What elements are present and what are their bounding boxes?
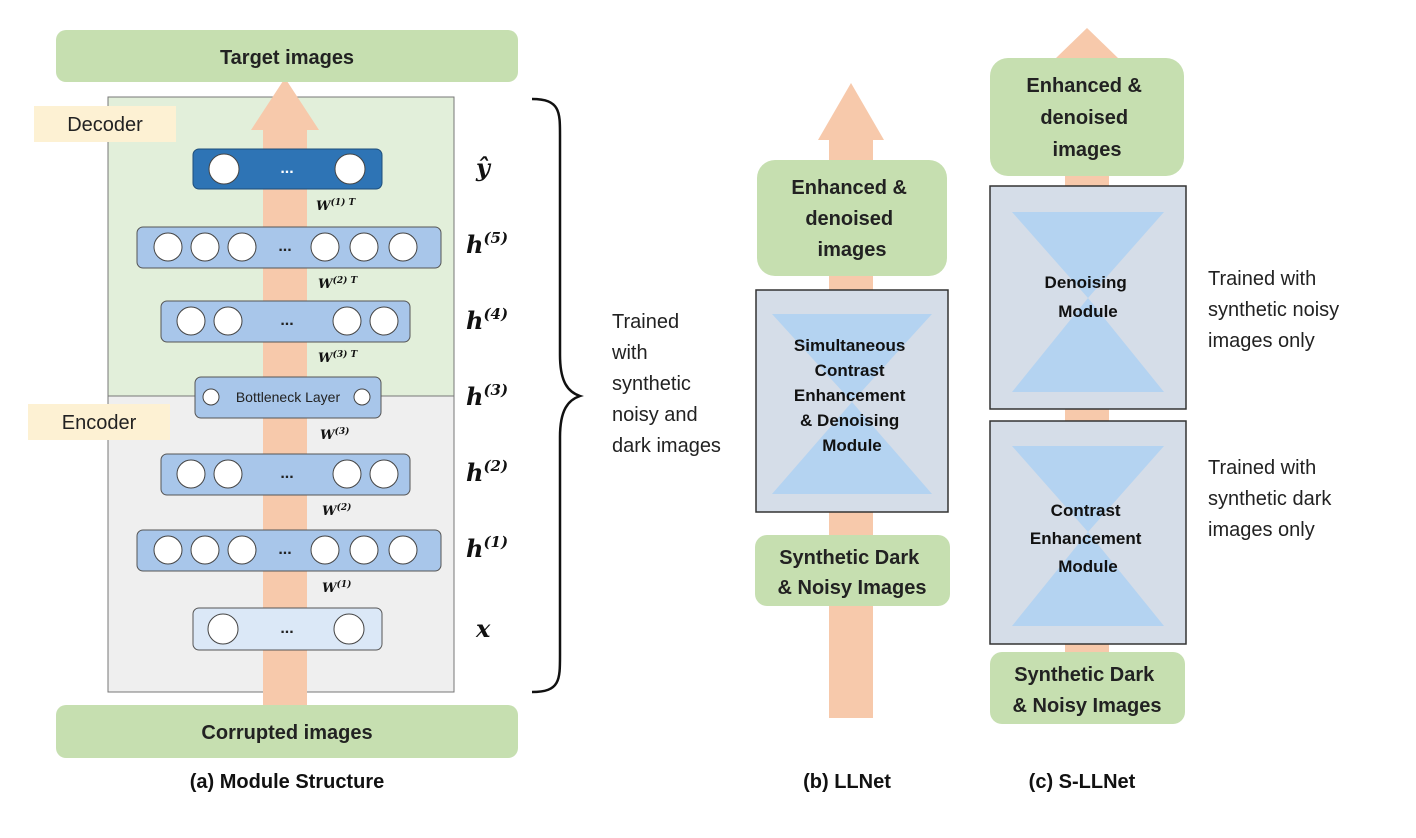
training-note-a: Trained with synthetic noisy and dark im…	[611, 311, 721, 457]
ellipsis: ...	[278, 541, 291, 558]
panel-c-s-llnet: Enhanced & denoised images Denoising Mod…	[989, 28, 1345, 793]
training-note-dark: Trained with synthetic dark images only	[1208, 457, 1337, 541]
training-note-noisy: Trained with synthetic noisy images only	[1208, 268, 1345, 352]
weight-w1: W(1)	[322, 579, 351, 596]
hidden-layer-h2: ...	[160, 453, 411, 496]
var-h2: h(2)	[466, 457, 508, 487]
output-box-c	[990, 58, 1184, 176]
caption-a: (a) Module Structure	[190, 771, 384, 793]
target-images-label: Target images	[220, 47, 354, 69]
decoder-label: Decoder	[67, 114, 143, 136]
corrupted-images-box	[56, 705, 518, 758]
contrast-module-label: Contrast Enhancement Module	[1030, 501, 1146, 576]
output-label-c: Enhanced & denoised images	[1026, 75, 1147, 161]
input-box-c	[990, 652, 1185, 724]
output-box-b	[757, 160, 947, 276]
hourglass-shape-b	[772, 314, 932, 494]
ellipsis: ...	[280, 160, 293, 177]
var-h1: h(1)	[466, 533, 508, 563]
decoder-tag	[34, 106, 176, 142]
bottleneck-label: Bottleneck Layer	[236, 389, 341, 405]
bottleneck-layer: Bottleneck Layer	[194, 376, 382, 419]
weight-w1-transpose: W(1) T	[316, 197, 357, 214]
var-x: x	[475, 614, 491, 643]
denoising-module-label: Denoising Module	[1045, 273, 1132, 321]
hidden-layer-h1: ...	[136, 529, 442, 572]
input-box-b	[755, 535, 950, 606]
ellipsis: ...	[280, 620, 293, 637]
weight-w3-transpose: W(3) T	[318, 349, 359, 366]
caption-b: (b) LLNet	[803, 771, 891, 793]
ellipsis: ...	[280, 312, 293, 329]
input-label-c: Synthetic Dark & Noisy Images	[1013, 664, 1162, 717]
panel-b-llnet: Enhanced & denoised images Simultaneous …	[755, 83, 950, 793]
encoder-tag	[28, 404, 170, 440]
weight-w3: W(3)	[320, 426, 349, 443]
hidden-layer-h5: ...	[136, 226, 442, 269]
encoder-label: Encoder	[62, 412, 137, 434]
hourglass-shape-contrast	[1012, 446, 1164, 626]
target-images-box	[56, 30, 518, 82]
ellipsis: ...	[280, 465, 293, 482]
hidden-layer-h4: ...	[160, 300, 411, 343]
weight-w2-transpose: W(2) T	[318, 275, 359, 292]
curly-brace	[531, 97, 584, 694]
hourglass-shape-denoise	[1012, 212, 1164, 392]
panel-a-module-structure: Target images Corrupted images Decoder E…	[28, 30, 721, 793]
input-label-b: Synthetic Dark & Noisy Images	[778, 547, 927, 599]
module-label-b: Simultaneous Contrast Enhancement & Deno…	[794, 336, 910, 455]
ellipsis: ...	[278, 238, 291, 255]
output-layer-y-hat: ...	[192, 148, 383, 190]
weight-w2: W(2)	[322, 502, 351, 519]
corrupted-images-label: Corrupted images	[201, 722, 372, 744]
output-label-b: Enhanced & denoised images	[791, 177, 912, 261]
input-layer-x: ...	[192, 607, 383, 651]
var-h3: h(3)	[466, 381, 508, 411]
var-h4: h(4)	[466, 305, 508, 335]
var-y-hat: ŷ	[475, 153, 492, 182]
var-h5: h(5)	[466, 229, 508, 259]
caption-c: (c) S-LLNet	[1029, 771, 1136, 793]
